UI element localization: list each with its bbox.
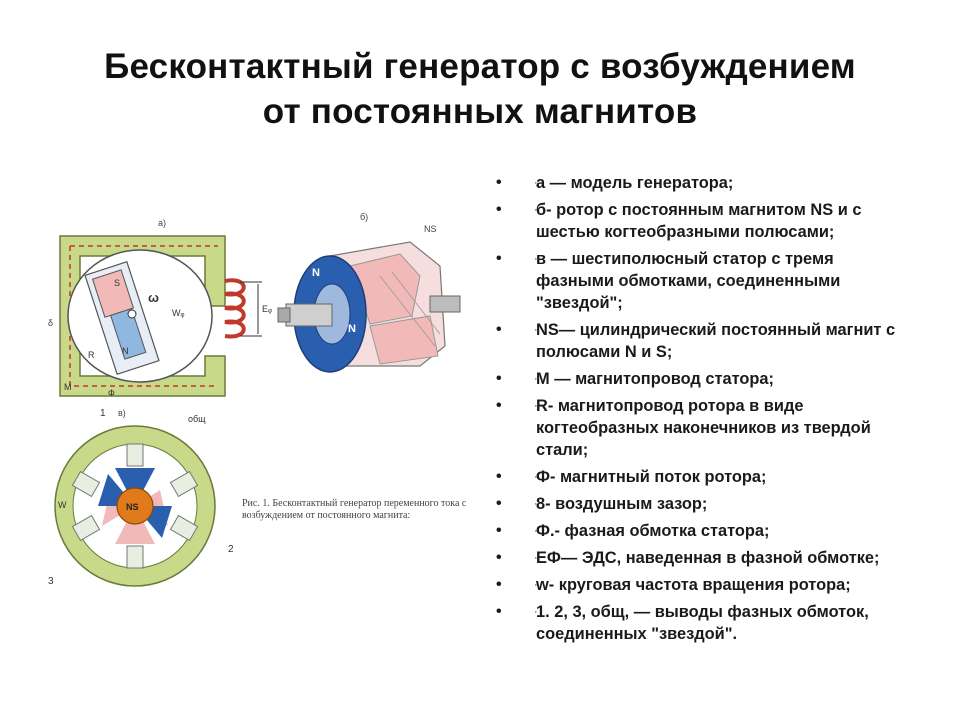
rotor-bar — [84, 260, 160, 376]
legend-item: •·w- круговая частота вращения ротора; — [496, 576, 851, 594]
hatch-line-1 — [379, 275, 436, 347]
bullet-dot: • — [496, 576, 502, 593]
label-2: 2 — [228, 544, 234, 555]
bullet-dot: • — [496, 370, 502, 387]
legend-item: •·а — модель генератора; — [496, 174, 734, 192]
legend-item: •·1. 2, 3, общ, — выводы фазных обмоток,… — [496, 603, 869, 643]
label-3: 3 — [48, 576, 54, 587]
phase-coil — [224, 278, 246, 339]
flux-path — [69, 245, 218, 387]
figure-caption: Рис. 1. Бесконтактный генератор переменн… — [242, 498, 467, 521]
legend-item: •·в — шестиполюсный статор с тремя фазны… — [496, 250, 841, 312]
label-a: а) — [158, 218, 166, 228]
bullet-dot: • — [496, 549, 502, 566]
shaft-right — [429, 295, 461, 313]
label-obsch: общ — [188, 414, 206, 424]
label-s-model: S — [114, 278, 120, 288]
rotor-axis-dot — [127, 309, 137, 319]
bullet-dot: • — [496, 468, 502, 485]
central-magnet — [116, 487, 154, 525]
slide-title: Бесконтактный генератор с возбуждением о… — [40, 44, 920, 134]
label-v: в) — [118, 408, 126, 418]
label-1: 1 — [100, 408, 106, 419]
bullet-dot: • — [496, 174, 502, 191]
label-e-phase: Eᵩ — [262, 304, 272, 314]
legend-item: •·8- воздушным зазор; — [496, 495, 708, 513]
legend-item: •·Ф.- фазная обмотка статора; — [496, 522, 770, 540]
bullet-dot: • — [496, 201, 502, 218]
shaft-left — [285, 303, 333, 327]
stator-v: 1 в) общ NS — [48, 408, 234, 587]
label-m: М — [64, 382, 72, 392]
label-delta: δ — [48, 318, 53, 328]
legend-item: •·ЕФ— ЭДС, наведенная в фазной обмотке; — [496, 549, 880, 567]
label-b: б) — [360, 212, 368, 222]
shaft-tip — [277, 307, 291, 323]
model-a: а) ω Wᵩ Eᵩ М Ф δ R S N — [48, 218, 272, 398]
label-ns-center: NS — [126, 502, 139, 512]
slide-title-line-2: от постоянных магнитов — [262, 92, 698, 131]
stator-teeth — [71, 443, 199, 569]
generator-figure: а) ω Wᵩ Eᵩ М Ф δ R S N б) NS — [40, 206, 480, 606]
bullet-dot: • — [496, 250, 502, 267]
label-r: R — [88, 350, 95, 360]
legend-item: •·Ф- магнитный поток ротора; — [496, 468, 767, 486]
legend-item: •·б- ротор с постоянным магнитом NS и с … — [496, 201, 862, 241]
label-omega: ω — [148, 290, 159, 305]
label-ns-top: NS — [424, 224, 437, 234]
bullet-dot: • — [496, 495, 502, 512]
label-phi: Ф — [108, 388, 115, 398]
slide-title-line-1: Бесконтактный генератор с возбуждением — [104, 47, 856, 86]
label-w-phase: Wᵩ — [172, 308, 184, 318]
legend-item: •·М — магнитопровод статора; — [496, 370, 775, 388]
label-w-left: W — [58, 500, 67, 510]
bullet-dot: • — [496, 321, 502, 338]
generator-diagram-svg: а) ω Wᵩ Eᵩ М Ф δ R S N б) NS — [48, 212, 461, 587]
hatch-line-2 — [391, 271, 441, 335]
bullet-dot: • — [496, 522, 502, 539]
label-n-rotor-2: N — [348, 323, 356, 335]
legend-list: •·а — модель генератора; •·б- ротор с по… — [496, 172, 916, 650]
rotor-b: б) NS N N — [277, 212, 461, 373]
bullet-dot: • — [496, 603, 502, 620]
label-n-rotor-1: N — [312, 267, 320, 279]
legend-item: •·R- магнитопровод ротора в виде когтеоб… — [496, 397, 871, 459]
label-n-model: N — [122, 346, 129, 356]
legend-item: •·NS— цилиндрический постоянный магнит с… — [496, 321, 896, 361]
bullet-dot: • — [496, 397, 502, 414]
